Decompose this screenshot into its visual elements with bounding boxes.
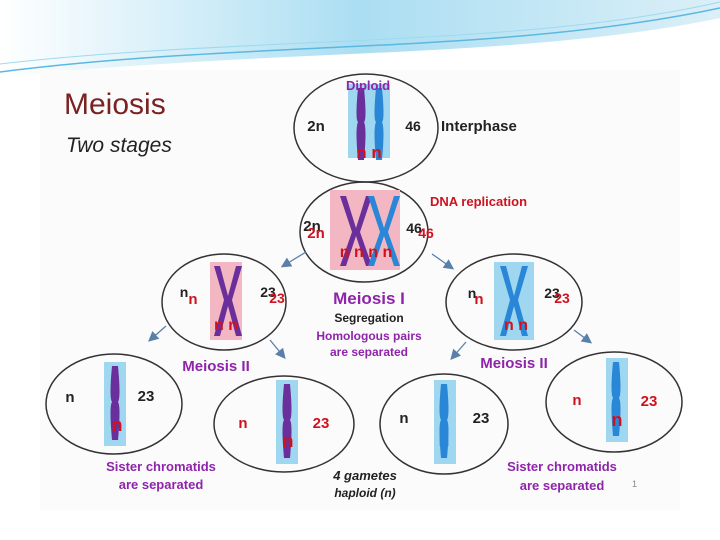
meiosis1-right-cell: n n 23 23 n n — [445, 253, 583, 351]
gamete3-n: n — [399, 410, 408, 427]
purple-chromosome — [356, 88, 366, 160]
arrow-m1right-to-g4 — [573, 329, 593, 344]
m1l-23-black: 23 — [260, 284, 276, 300]
page-title: Meiosis — [64, 88, 166, 121]
replication-cell: 2n 2n 46 46 n n n n DNA replication — [299, 181, 527, 283]
gamete-cell-4: n 23 n — [545, 351, 683, 453]
meiosis1-title: Meiosis I — [333, 289, 405, 308]
blue-chromosome-pair — [368, 196, 400, 266]
gamete3-letter: n — [439, 430, 450, 450]
m1l-n-letters: n n — [214, 317, 238, 334]
gamete1-letter: n — [112, 415, 123, 435]
process-arrows — [148, 251, 593, 360]
meiosis1-homologous: Homologous pairs — [316, 329, 422, 343]
replication-2n-red: 2n — [307, 225, 325, 242]
gamete2-n: n — [238, 415, 247, 432]
interphase-2n-label: 2n — [307, 118, 325, 135]
gamete-cell-1: n 23 n — [45, 353, 183, 455]
arrow-m1left-to-g2 — [269, 339, 286, 360]
interphase-stage-label: Interphase — [441, 118, 517, 135]
meiosis1-segregation: Segregation — [334, 311, 403, 325]
gamete4-n: n — [572, 392, 581, 409]
interphase-46-label: 46 — [405, 118, 421, 134]
arrow-replication-to-right — [431, 253, 455, 270]
slide-number: 1 — [632, 479, 638, 489]
interphase-cell: Diploid 2n 46 n n Interphase — [293, 73, 517, 183]
sister-left-line2: are separated — [119, 477, 204, 492]
arrow-m1left-to-g1 — [148, 325, 167, 342]
meiosis2-right-label: Meiosis II — [480, 355, 548, 372]
replication-46-black: 46 — [406, 220, 422, 236]
arrow-replication-to-left — [280, 251, 307, 268]
purple-chromosome-pair — [340, 196, 372, 266]
gamete3-23: 23 — [473, 410, 490, 427]
replication-stage-label: DNA replication — [430, 194, 527, 209]
gamete1-n: n — [65, 389, 74, 406]
replication-46-red: 46 — [418, 225, 434, 241]
gametes-count-label: 4 gametes — [332, 468, 397, 483]
m1r-n-red: n — [474, 291, 483, 308]
m1l-23-red: 23 — [269, 290, 285, 306]
gamete2-letter: n — [283, 431, 294, 451]
gametes-haploid-label: haploid (n) — [334, 486, 395, 500]
diploid-label: Diploid — [346, 78, 390, 93]
meiosis1-left-cell: n n 23 23 n n — [161, 253, 287, 351]
meiosis1-separated: are separated — [330, 345, 408, 359]
m1l-n-red: n — [188, 291, 197, 308]
arrow-m1right-to-g3 — [450, 341, 467, 360]
replication-2n-black: 2n — [303, 218, 321, 235]
gamete-cell-3: n 23 n — [379, 373, 509, 475]
m1r-n-black: n — [468, 285, 477, 301]
m1r-23-black: 23 — [544, 285, 560, 301]
m1r-n-letters: n n — [504, 317, 528, 334]
m1r-23-red: 23 — [554, 290, 570, 306]
page-subtitle: Two stages — [66, 134, 172, 157]
meiosis2-left-label: Meiosis II — [182, 358, 250, 375]
gamete4-23: 23 — [641, 393, 658, 410]
replication-n-letters: n n n n — [340, 244, 392, 261]
sister-left-line1: Sister chromatids — [106, 459, 216, 474]
gamete-cell-2: n 23 n — [213, 375, 355, 473]
blue-chromosome — [374, 88, 384, 160]
m1l-n-black: n — [180, 284, 189, 300]
header-swoosh — [0, 0, 720, 78]
sister-right-line1: Sister chromatids — [507, 459, 617, 474]
gamete1-23: 23 — [138, 388, 155, 405]
interphase-n-letters: n n — [356, 143, 382, 162]
gamete4-letter: n — [612, 410, 623, 430]
sister-right-line2: are separated — [520, 478, 605, 493]
gamete2-23: 23 — [313, 415, 330, 432]
